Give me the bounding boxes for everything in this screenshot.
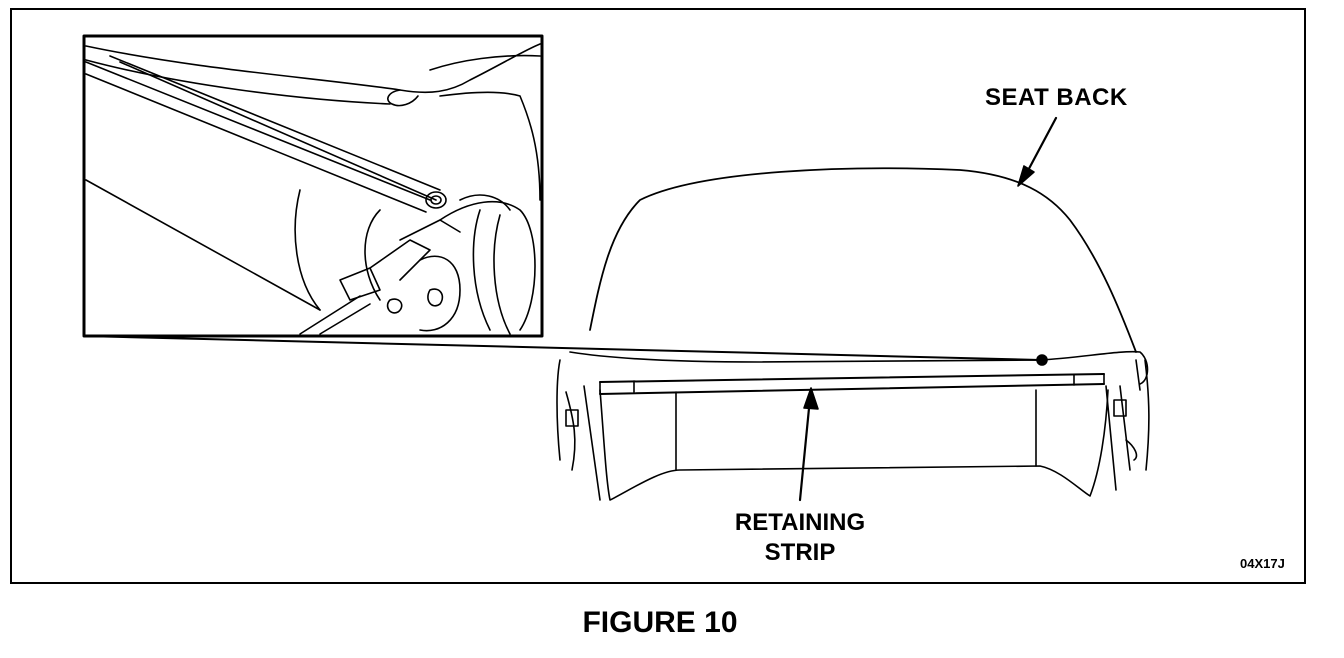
retaining-strip-label: RETAINING STRIP bbox=[720, 508, 880, 568]
figure-caption: FIGURE 10 bbox=[582, 606, 738, 639]
seat-back-diagram bbox=[82, 34, 1150, 502]
detail-leader-line bbox=[83, 335, 1041, 361]
figure-code: 04X17J bbox=[1240, 556, 1285, 571]
retaining-strip-label-line1: RETAINING bbox=[734, 509, 866, 536]
seat-back-label: SEAT BACK bbox=[985, 84, 1128, 111]
retaining-strip-label-line2: STRIP bbox=[764, 539, 836, 566]
figure-frame bbox=[10, 8, 1306, 584]
detail-inset bbox=[82, 34, 544, 338]
retaining-strip-arrow bbox=[798, 387, 819, 502]
seat-back-outline bbox=[556, 167, 1150, 501]
seat-back-arrow bbox=[1017, 116, 1058, 187]
retaining-strip-bar bbox=[599, 373, 1105, 395]
